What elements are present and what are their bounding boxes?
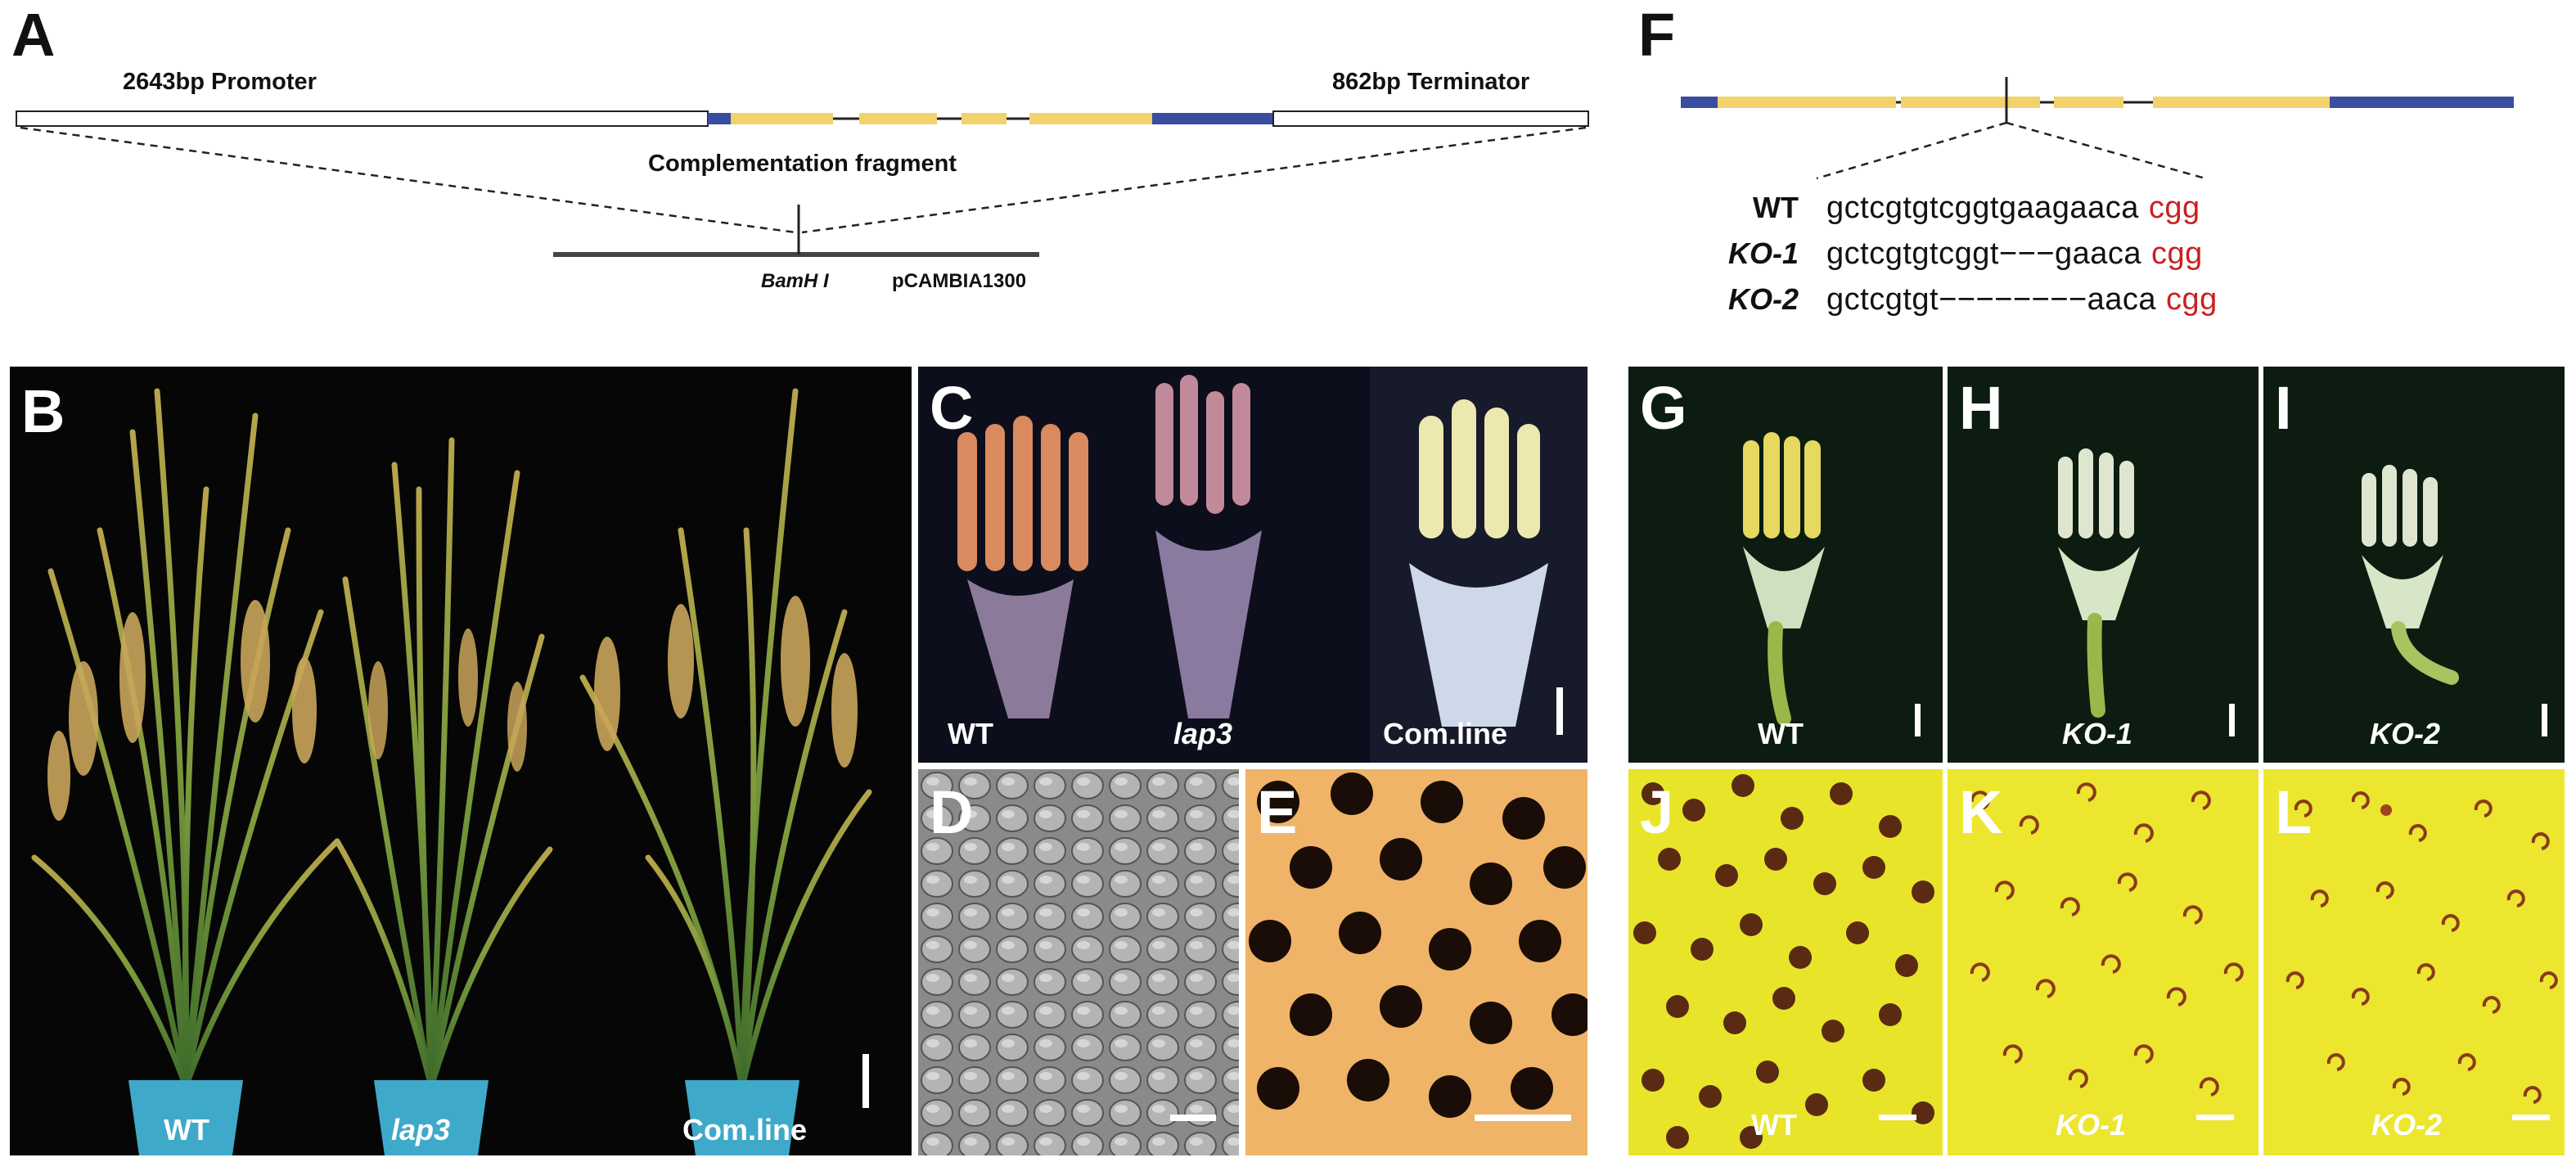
panel-b-photo xyxy=(10,367,912,1155)
caption-c-com-line: Com.line xyxy=(1383,717,1508,750)
scale-bar-i xyxy=(2542,704,2547,736)
scale-bar-l xyxy=(2512,1115,2550,1120)
caption-b-wt: WT xyxy=(164,1113,209,1146)
f-exon-4 xyxy=(2153,97,2330,108)
scale-bar-e xyxy=(1475,1115,1571,1121)
crispr-target-diagram xyxy=(1681,77,2514,180)
caption-b-lap3: lap3 xyxy=(391,1113,451,1146)
caption-k: KO-1 xyxy=(2056,1108,2127,1142)
terminator-box xyxy=(1272,110,1589,127)
floret-wt-image xyxy=(1743,432,1825,726)
panel-e-photo xyxy=(1245,769,1587,1155)
panel-label-h: H xyxy=(1959,374,2003,442)
exon-4 xyxy=(1029,113,1152,124)
seq-row-ko2: KO-2 gctcgtgt−−−−−−−−aaca cgg xyxy=(1651,277,2218,322)
panel-k-photo xyxy=(1948,769,2259,1155)
seq-name: KO-1 xyxy=(1727,236,1799,270)
pollen-ko1-image xyxy=(1970,782,2244,1097)
utr-3 xyxy=(1152,113,1273,124)
pam-text: cgg xyxy=(2148,190,2200,225)
panel-c-photo xyxy=(918,367,1587,763)
exon-2 xyxy=(859,113,937,124)
vector-label: pCAMBIA1300 xyxy=(892,270,1027,292)
panel-label-a: A xyxy=(11,1,56,69)
promoter-label: 2643bp Promoter xyxy=(123,69,317,95)
panel-label-e: E xyxy=(1257,778,1298,846)
scale-bar-d xyxy=(1170,1115,1216,1121)
panel-label-f: F xyxy=(1638,1,1676,69)
sem-image xyxy=(918,769,1239,1155)
panel-label-g: G xyxy=(1640,374,1687,442)
f-exon-2 xyxy=(1901,97,2040,108)
seq-name: WT xyxy=(1753,191,1799,224)
f-exon-3 xyxy=(2054,97,2123,108)
bamhi-label: BamH I xyxy=(761,270,829,292)
florets-image xyxy=(957,367,1587,763)
plant-com-line xyxy=(579,388,872,1090)
panel-label-l: L xyxy=(2275,778,2313,846)
pollen-wt-image xyxy=(1633,774,1934,1149)
seq-name: KO-2 xyxy=(1727,282,1799,316)
seq-text: gctcgtgtcggtgaagaaca xyxy=(1826,190,2139,225)
panel-label-j: J xyxy=(1640,778,1674,846)
plant-wt xyxy=(31,388,340,1090)
panel-label-c: C xyxy=(930,374,974,442)
seq-text: gctcgtgtcggt−−−gaaca xyxy=(1826,236,2142,271)
panel-h-photo xyxy=(1948,367,2259,763)
scale-bar-j xyxy=(1879,1115,1916,1120)
caption-c-lap3: lap3 xyxy=(1173,717,1233,750)
pot-wt xyxy=(128,1080,243,1155)
gene-construct-diagram xyxy=(16,110,1589,257)
scale-bar-c xyxy=(1556,687,1563,735)
pollen-stain-image xyxy=(1245,769,1587,1155)
pollen-ko2-image xyxy=(2286,791,2558,1104)
panel-label-d: D xyxy=(930,778,974,846)
floret-ko2-image xyxy=(2362,465,2459,685)
terminator-label: 862bp Terminator xyxy=(1332,69,1530,95)
f-exon-1 xyxy=(1718,97,1896,108)
pot-com-line xyxy=(685,1080,799,1155)
scale-bar-g xyxy=(1915,704,1921,736)
rice-plants-image xyxy=(31,388,872,1155)
seq-row-ko1: KO-1 gctcgtgtcggt−−−gaaca cgg xyxy=(1651,231,2203,277)
caption-l: KO-2 xyxy=(2371,1108,2443,1142)
pot-lap3 xyxy=(374,1080,489,1155)
caption-i: KO-2 xyxy=(2370,717,2441,750)
panel-i-photo xyxy=(2263,367,2565,763)
exon-3 xyxy=(961,113,1007,124)
promoter-box xyxy=(16,110,709,127)
seq-text: gctcgtgt−−−−−−−−aaca xyxy=(1826,281,2157,317)
panel-label-k: K xyxy=(1959,778,2003,846)
caption-j: WT xyxy=(1751,1108,1797,1142)
floret-ko1-image xyxy=(2058,448,2140,718)
scale-bar-k xyxy=(2196,1115,2234,1120)
caption-b-com-line: Com.line xyxy=(682,1113,808,1146)
panel-label-b: B xyxy=(21,377,65,445)
panel-d-photo xyxy=(918,769,1239,1155)
pam-text: cgg xyxy=(2151,236,2203,271)
exon-1 xyxy=(731,113,833,124)
fragment-label: Complementation fragment xyxy=(648,151,957,177)
caption-g: WT xyxy=(1758,717,1804,750)
panel-g-photo xyxy=(1628,367,1943,763)
caption-c-wt: WT xyxy=(948,717,993,750)
seq-row-wt: WT gctcgtgtcggtgaagaaca cgg xyxy=(1651,185,2200,231)
panel-l-photo xyxy=(2263,769,2565,1155)
panel-label-i: I xyxy=(2275,374,2292,442)
caption-h: KO-1 xyxy=(2062,717,2133,750)
pam-text: cgg xyxy=(2166,281,2218,317)
scale-bar-b xyxy=(862,1054,869,1108)
sequence-alignment: WT gctcgtgtcggtgaagaaca cgg KO-1 gctcgtg… xyxy=(1651,185,2388,332)
panel-j-photo xyxy=(1628,769,1943,1155)
scale-bar-h xyxy=(2229,704,2235,736)
utr-5 xyxy=(708,113,731,124)
